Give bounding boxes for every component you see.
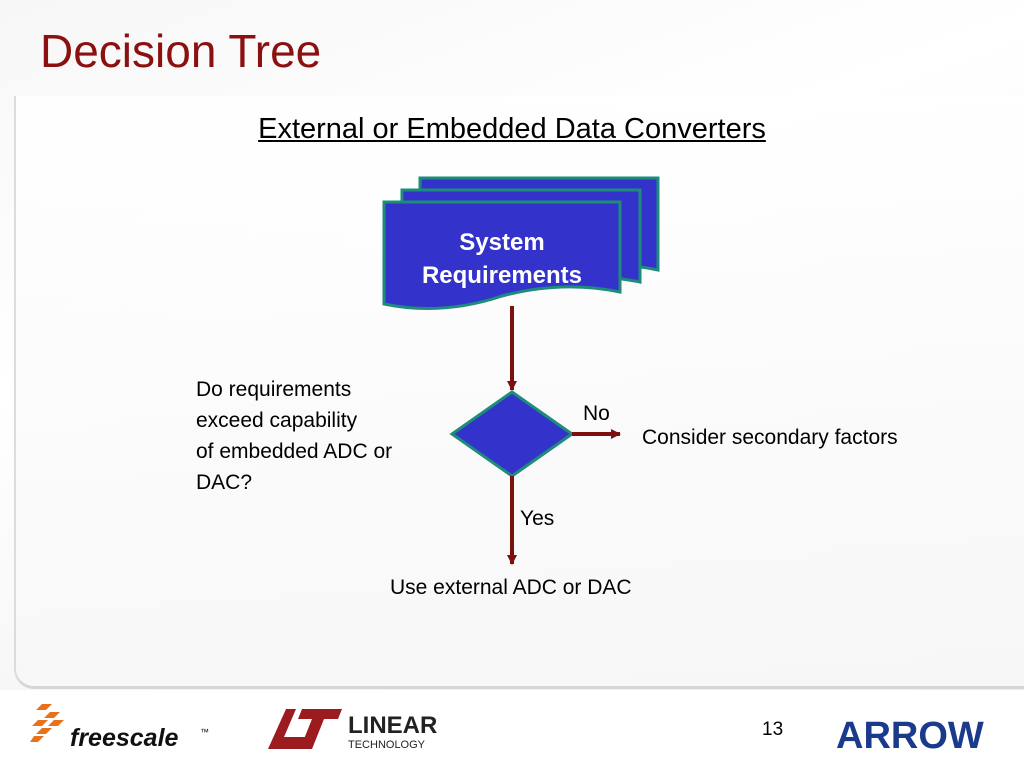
use-external-adc-dac-label: Use external ADC or DAC	[390, 576, 632, 599]
freescale-trademark: ™	[200, 727, 209, 737]
system-requirements-node	[382, 176, 660, 310]
decision-question-line: Do requirements	[196, 378, 352, 401]
decision-diamond	[449, 390, 575, 478]
decision-question-line: of embedded ADC or	[196, 440, 393, 463]
freescale-wordmark: freescale	[70, 724, 179, 752]
branch-no-label: No	[583, 402, 610, 425]
linear-technology-logo: LINEAR TECHNOLOGY	[268, 709, 437, 751]
document-stack-front	[382, 200, 622, 310]
system-requirements-line2: Requirements	[421, 262, 583, 289]
slide-subtitle: External or Embedded Data Converters	[258, 113, 766, 145]
arrow-wordmark: ARROW	[836, 715, 984, 756]
slide-title: Decision Tree	[40, 25, 322, 77]
system-requirements-label: System Requirements	[384, 226, 620, 292]
page-number: 13	[762, 719, 784, 740]
arrow-logo: ARROW	[836, 715, 984, 756]
decision-question: Do requirements exceed capability of emb…	[196, 374, 446, 498]
linear-subtext: TECHNOLOGY	[348, 739, 426, 751]
decision-question-line: DAC?	[196, 471, 253, 494]
linear-lt-mark-icon	[268, 709, 342, 749]
consider-secondary-factors-label: Consider secondary factors	[642, 426, 898, 449]
linear-wordmark: LINEAR	[348, 712, 437, 739]
freescale-logo: freescale ™	[30, 704, 209, 752]
branch-yes-label: Yes	[520, 507, 555, 530]
freescale-mark-icon	[30, 704, 64, 742]
decision-question-line: exceed capability	[196, 409, 358, 432]
footer-bar	[0, 690, 1024, 768]
system-requirements-line1: System	[459, 229, 545, 256]
